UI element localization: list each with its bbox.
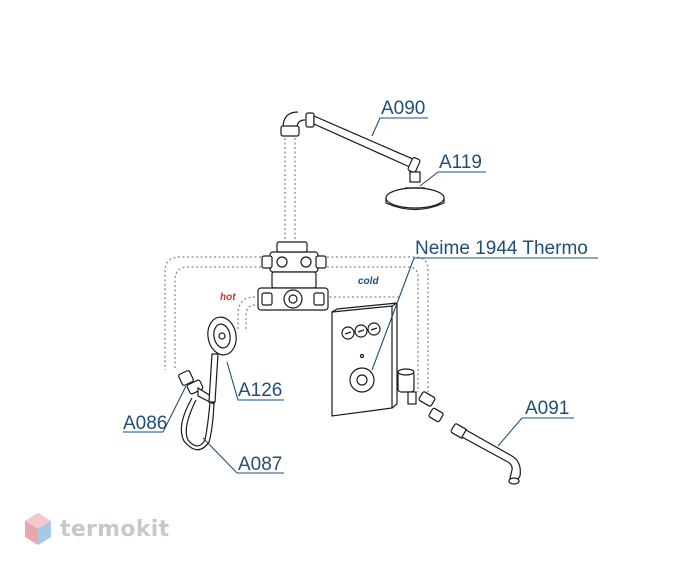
hexagon-icon <box>25 513 51 545</box>
side-knob <box>397 368 417 405</box>
concealed-pipes <box>164 138 429 392</box>
hot-label: hot <box>220 292 236 303</box>
label-a087: A087 <box>238 454 282 475</box>
logo-text: termokit <box>60 516 170 542</box>
shower-arm-a090 <box>305 112 421 173</box>
termokit-logo: termokit <box>24 512 169 546</box>
concealed-mixer-body <box>257 241 329 311</box>
label-a091: A091 <box>525 398 569 419</box>
overhead-shower-a119 <box>385 171 445 211</box>
wall-plate-neime <box>331 302 398 417</box>
bath-spout-a091 <box>418 391 521 485</box>
label-a086: A086 <box>123 413 167 434</box>
top-elbow <box>280 111 306 137</box>
label-a090: A090 <box>381 98 425 119</box>
label-a119: A119 <box>439 152 482 173</box>
hand-shower-set <box>178 316 237 451</box>
cold-label: cold <box>358 276 379 287</box>
label-a126: A126 <box>238 380 282 401</box>
callout-leaders <box>123 117 598 474</box>
label-neime-1944-thermo: Neime 1944 Thermo <box>415 238 588 259</box>
